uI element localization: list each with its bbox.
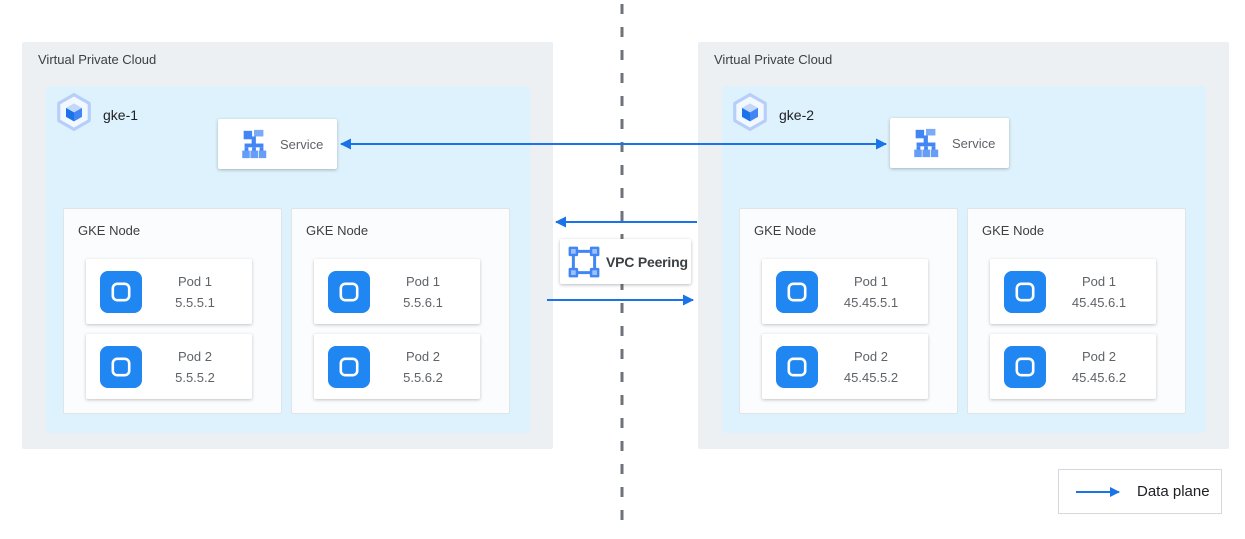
gke-cluster-icon xyxy=(730,92,770,137)
cluster-header: gke-1 xyxy=(54,92,138,137)
pod-card: Pod 2 45.45.6.2 xyxy=(990,334,1156,399)
pod-icon xyxy=(328,270,370,313)
service-label: Service xyxy=(280,136,324,152)
gke-node: GKE Node Pod 1 45.45.6.1 Pod 2 xyxy=(967,208,1186,414)
service-icon xyxy=(238,128,270,160)
cluster-name: gke-2 xyxy=(779,106,815,123)
pod-card: Pod 2 45.45.5.2 xyxy=(762,334,928,399)
pod-ip: 45.45.5.1 xyxy=(843,294,899,310)
pod-ip: 45.45.6.2 xyxy=(1071,369,1127,385)
service-box: Service xyxy=(890,118,1009,168)
gke-node: GKE Node Pod 1 45.45.5.1 Pod 2 xyxy=(739,208,958,414)
pod-name: Pod 2 xyxy=(1082,348,1116,364)
legend-box: Data plane xyxy=(1058,469,1222,514)
cluster-name: gke-1 xyxy=(103,106,139,123)
data-plane-arrow-icon xyxy=(1075,484,1125,500)
gke-node-title: GKE Node xyxy=(78,223,141,238)
pod-name: Pod 1 xyxy=(178,273,212,289)
pod-name: Pod 2 xyxy=(178,348,212,364)
pod-name: Pod 1 xyxy=(854,273,888,289)
service-label: Service xyxy=(952,135,996,151)
pod-icon xyxy=(776,270,818,313)
pod-icon xyxy=(1004,270,1046,313)
pod-card: Pod 1 45.45.6.1 xyxy=(990,259,1156,324)
pod-card: Pod 2 5.5.5.2 xyxy=(86,334,252,399)
gke-cluster-gke-1: gke-1 S xyxy=(46,86,530,433)
pod-icon xyxy=(328,345,370,388)
pod-ip: 5.5.6.1 xyxy=(403,294,443,310)
pod-icon xyxy=(100,345,142,388)
pod-name: Pod 2 xyxy=(854,348,888,364)
vpc-peering-label: VPC Peering xyxy=(606,253,688,270)
pod-ip: 5.5.6.2 xyxy=(403,369,443,385)
vpc-title: Virtual Private Cloud xyxy=(38,52,157,67)
pod-name: Pod 2 xyxy=(406,348,440,364)
cluster-header: gke-2 xyxy=(730,92,814,137)
pod-icon xyxy=(100,270,142,313)
vpc-title: Virtual Private Cloud xyxy=(714,52,833,67)
vpc-container-right: Virtual Private Cloud gke-2 xyxy=(698,42,1229,449)
pod-card: Pod 1 5.5.6.1 xyxy=(314,259,480,324)
pod-card: Pod 1 45.45.5.1 xyxy=(762,259,928,324)
pod-card: Pod 2 5.5.6.2 xyxy=(314,334,480,399)
pod-ip: 45.45.5.2 xyxy=(843,369,899,385)
pod-ip: 5.5.5.1 xyxy=(175,294,215,310)
pod-icon xyxy=(776,345,818,388)
pod-card: Pod 1 5.5.5.1 xyxy=(86,259,252,324)
gke-cluster-gke-2: gke-2 S xyxy=(722,86,1206,433)
gke-node-title: GKE Node xyxy=(306,223,369,238)
gke-node-title: GKE Node xyxy=(754,223,817,238)
gke-node: GKE Node Pod 1 5.5.6.1 Pod 2 xyxy=(291,208,510,414)
pod-icon xyxy=(1004,345,1046,388)
pod-ip: 5.5.5.2 xyxy=(175,369,215,385)
service-box: Service xyxy=(218,119,337,169)
gke-node: GKE Node Pod 1 5.5.5.1 Pod 2 xyxy=(63,208,282,414)
gke-cluster-icon xyxy=(54,92,94,137)
pod-ip: 45.45.6.1 xyxy=(1071,294,1127,310)
service-icon xyxy=(910,127,942,159)
vpc-peering-icon xyxy=(567,245,601,279)
pod-name: Pod 1 xyxy=(406,273,440,289)
legend-label: Data plane xyxy=(1137,483,1210,500)
pod-name: Pod 1 xyxy=(1082,273,1116,289)
vpc-container-left: Virtual Private Cloud gke-1 xyxy=(22,42,553,449)
gke-node-title: GKE Node xyxy=(982,223,1045,238)
vpc-peering-box: VPC Peering xyxy=(560,239,691,284)
